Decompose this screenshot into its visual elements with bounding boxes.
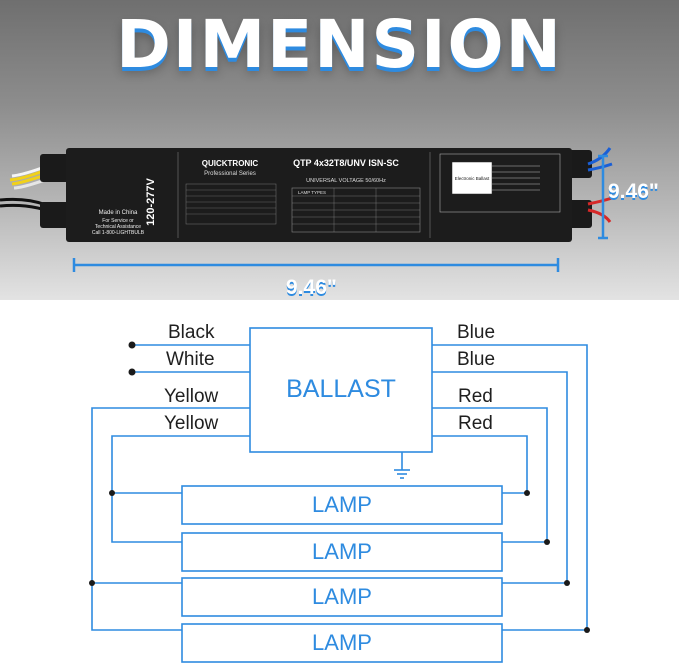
- wire-label-red-2: Red: [458, 413, 493, 434]
- service-line-2: Technical Assistance: [95, 224, 141, 230]
- origin-text: Made in China: [99, 210, 138, 216]
- wire-label-yellow-1: Yellow: [164, 386, 219, 407]
- brand-text: QUICKTRONIC: [202, 159, 259, 168]
- lamp-1: [181, 485, 503, 525]
- wire-label-white: White: [166, 349, 215, 370]
- height-dimension-line: [598, 154, 608, 240]
- lamp-label-4: LAMP: [312, 630, 372, 655]
- lamp-3: [181, 577, 503, 617]
- ballast-label: BALLAST: [286, 375, 396, 403]
- wire-label-yellow-2: Yellow: [164, 413, 219, 434]
- voltage-text: 120-277V: [145, 177, 157, 225]
- wire-label-red-1: Red: [458, 386, 493, 407]
- wire-label-blue-1: Blue: [457, 322, 496, 343]
- length-dimension-line: [72, 258, 560, 272]
- lamp-label-3: LAMP: [312, 584, 372, 609]
- model-text: QTP 4x32T8/UNV ISN-SC: [293, 158, 399, 168]
- ballast-body: [66, 148, 572, 242]
- height-dimension-label: 9.46": [608, 180, 659, 203]
- wire-label-black: Black: [168, 322, 215, 343]
- ballast-photo: Made in China For Service or Technical A…: [0, 147, 613, 272]
- ballast-box-text: Electronic Ballast: [455, 176, 490, 181]
- service-line-1: For Service or: [102, 218, 134, 224]
- lamp-label-1: LAMP: [312, 492, 372, 517]
- length-dimension-label: 9.46": [286, 276, 337, 299]
- wiring-diagram: LAMP LAMP LAMP LAMP BALLAST: [89, 327, 590, 663]
- voltage-band-text: UNIVERSAL VOLTAGE 50/60Hz: [306, 178, 386, 184]
- series-text: Professional Series: [204, 171, 256, 177]
- lamp-label-2: LAMP: [312, 539, 372, 564]
- service-line-3: Call 1-800-LIGHTBULB: [92, 230, 145, 236]
- lamp-4: [181, 623, 503, 663]
- lamp-2: [181, 532, 503, 572]
- wire-label-blue-2: Blue: [457, 349, 496, 370]
- lamp-types-header: LAMP TYPES: [298, 190, 326, 195]
- ballast-box: [249, 327, 433, 453]
- page-title: DIMENSION: [116, 6, 563, 83]
